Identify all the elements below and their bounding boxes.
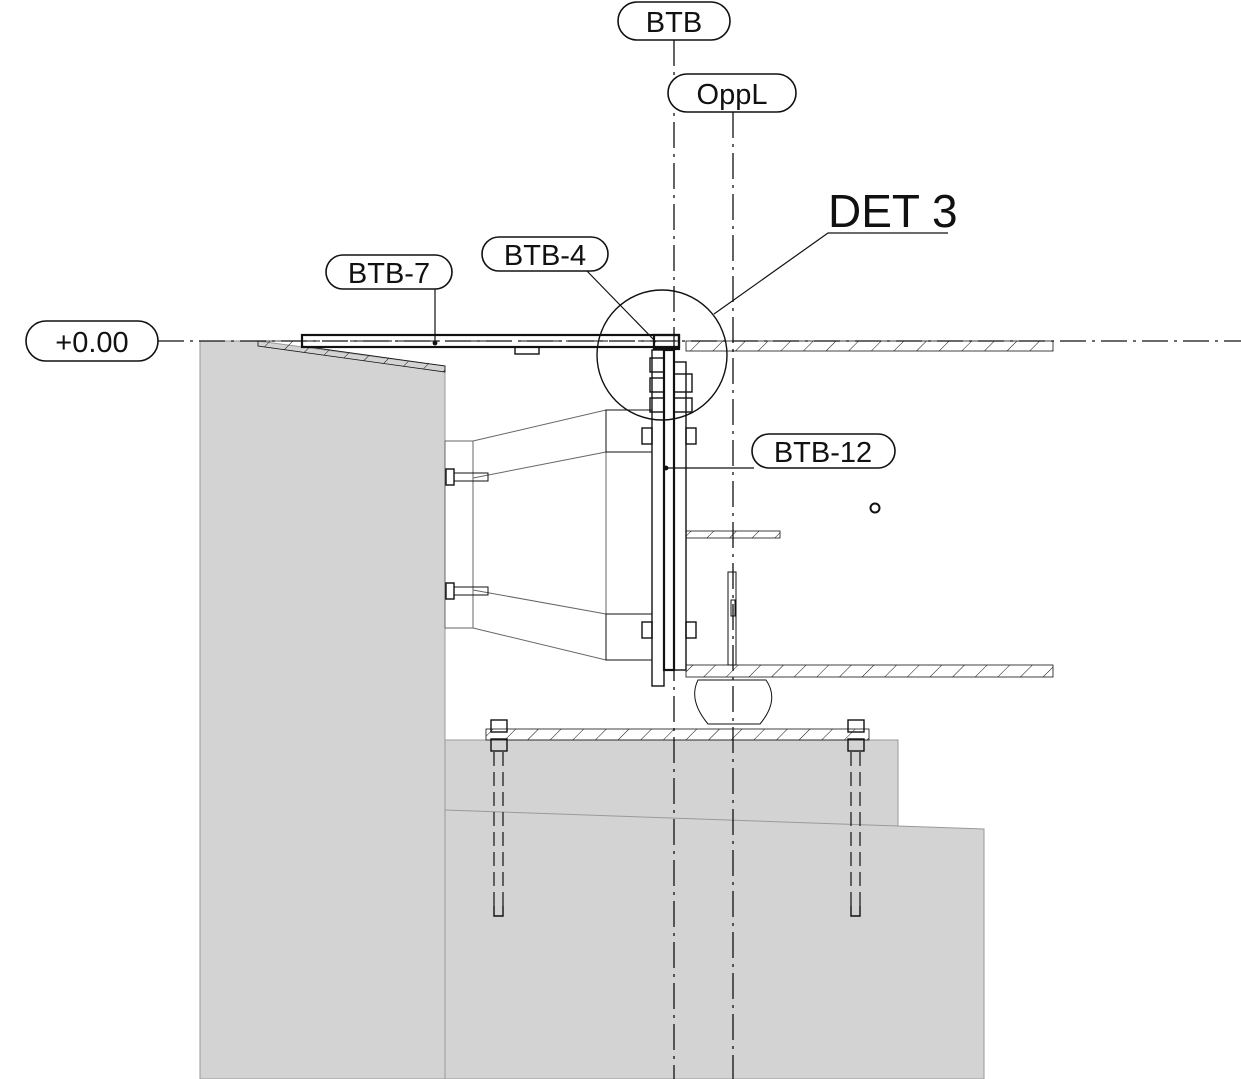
anchor-left: [490, 719, 508, 917]
detail-label: DET 3: [828, 185, 958, 237]
tag-btb4: BTB-4: [481, 236, 609, 272]
svg-text:BTB: BTB: [646, 7, 702, 39]
tag-btb: BTB: [617, 1, 731, 41]
svg-text:BTB-7: BTB-7: [348, 258, 430, 290]
rounded-support: [694, 679, 773, 725]
svg-text:BTB-4: BTB-4: [504, 240, 586, 272]
deck-slab-upper: [685, 340, 1054, 352]
tag-oppl: OppL: [667, 73, 797, 113]
tag-btb12: BTB-12: [751, 433, 896, 469]
concrete-foundation: [444, 739, 985, 1079]
concrete-wall: [199, 340, 446, 1079]
tag-level: +0.00: [25, 320, 159, 362]
leaders: [432, 269, 754, 471]
anchor-bolt-upper: [445, 468, 489, 486]
reference-dot: [869, 502, 881, 514]
vertical-plate: [641, 348, 697, 687]
svg-text:OppL: OppL: [697, 79, 768, 111]
base-plate: [485, 719, 870, 917]
svg-text:+0.00: +0.00: [55, 327, 128, 359]
anchor-bolt-lower: [445, 582, 489, 600]
deck-slab-lower: [685, 664, 1054, 678]
detail-callout: DET 3: [596, 185, 958, 421]
tag-btb7: BTB-7: [325, 254, 453, 290]
svg-text:BTB-12: BTB-12: [774, 437, 872, 469]
anchor-right: [847, 719, 865, 917]
axis-lines: [158, 40, 1241, 1079]
steel-bracket: [444, 409, 653, 661]
